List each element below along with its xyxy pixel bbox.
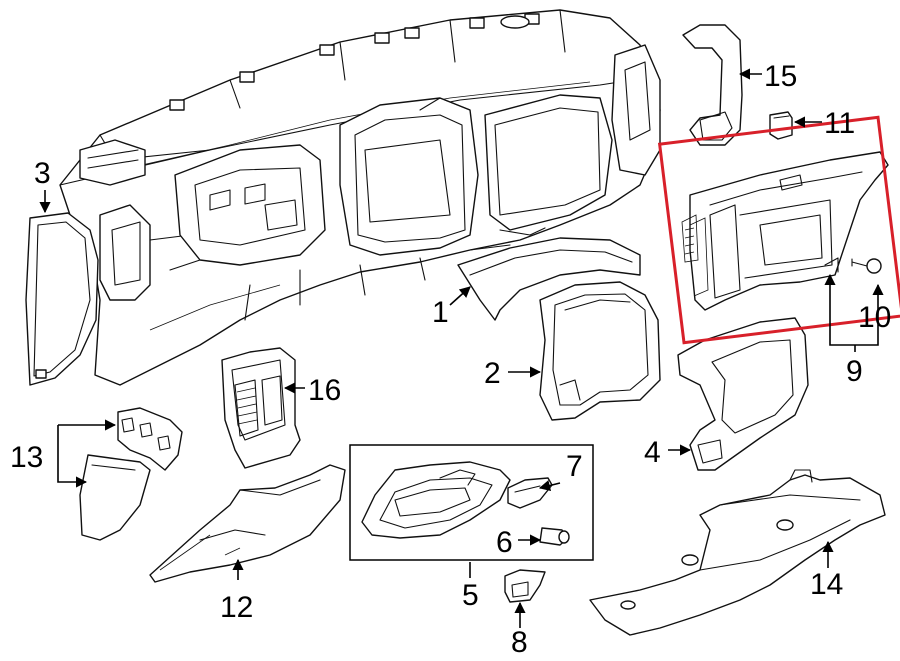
part-11-clip: [769, 111, 793, 140]
part-9-glove-box: [681, 151, 889, 311]
part-4-bezel: [677, 317, 809, 471]
callout-9: 9: [846, 355, 863, 388]
callout-labels: 3 1 2 4 5 6 7 8 9 10 11 12 13 14 15 16: [10, 60, 891, 659]
instrument-panel-frame: [59, 9, 661, 386]
part-14-reinforcement: [589, 469, 886, 636]
highlight-frame: [657, 115, 900, 345]
callout-1: 1: [432, 296, 449, 329]
callout-12: 12: [220, 591, 253, 624]
callout-2: 2: [484, 357, 501, 390]
part-10-screw: [851, 258, 882, 274]
callout-6: 6: [496, 526, 513, 559]
callout-11: 11: [824, 107, 855, 140]
part-7-latch: [507, 477, 553, 509]
part-3-end-cap: [25, 212, 99, 386]
callout-16: 16: [308, 374, 341, 407]
callout-3: 3: [34, 157, 51, 190]
callout-13: 13: [10, 441, 43, 474]
leader-lines: [39, 68, 884, 628]
part-12-knee-panel: [149, 464, 346, 583]
part-15-grab-handle: [682, 24, 743, 146]
callout-10: 10: [858, 301, 891, 334]
part-16-vent-housing: [221, 347, 301, 469]
part-1-cluster-trim: [457, 237, 641, 321]
part-2-cluster-housing: [539, 281, 661, 421]
callout-14: 14: [810, 568, 843, 601]
callout-5: 5: [462, 579, 479, 612]
callout-7: 7: [566, 450, 583, 483]
part-5-compartment: [361, 461, 511, 539]
part-6-striker: [539, 527, 570, 546]
callout-15: 15: [764, 60, 797, 93]
callout-4: 4: [644, 436, 661, 469]
part-5-group-box: [349, 444, 594, 561]
part-13-bracket-set: [79, 407, 183, 541]
callout-8: 8: [511, 626, 528, 659]
part-8-lock: [504, 569, 546, 603]
